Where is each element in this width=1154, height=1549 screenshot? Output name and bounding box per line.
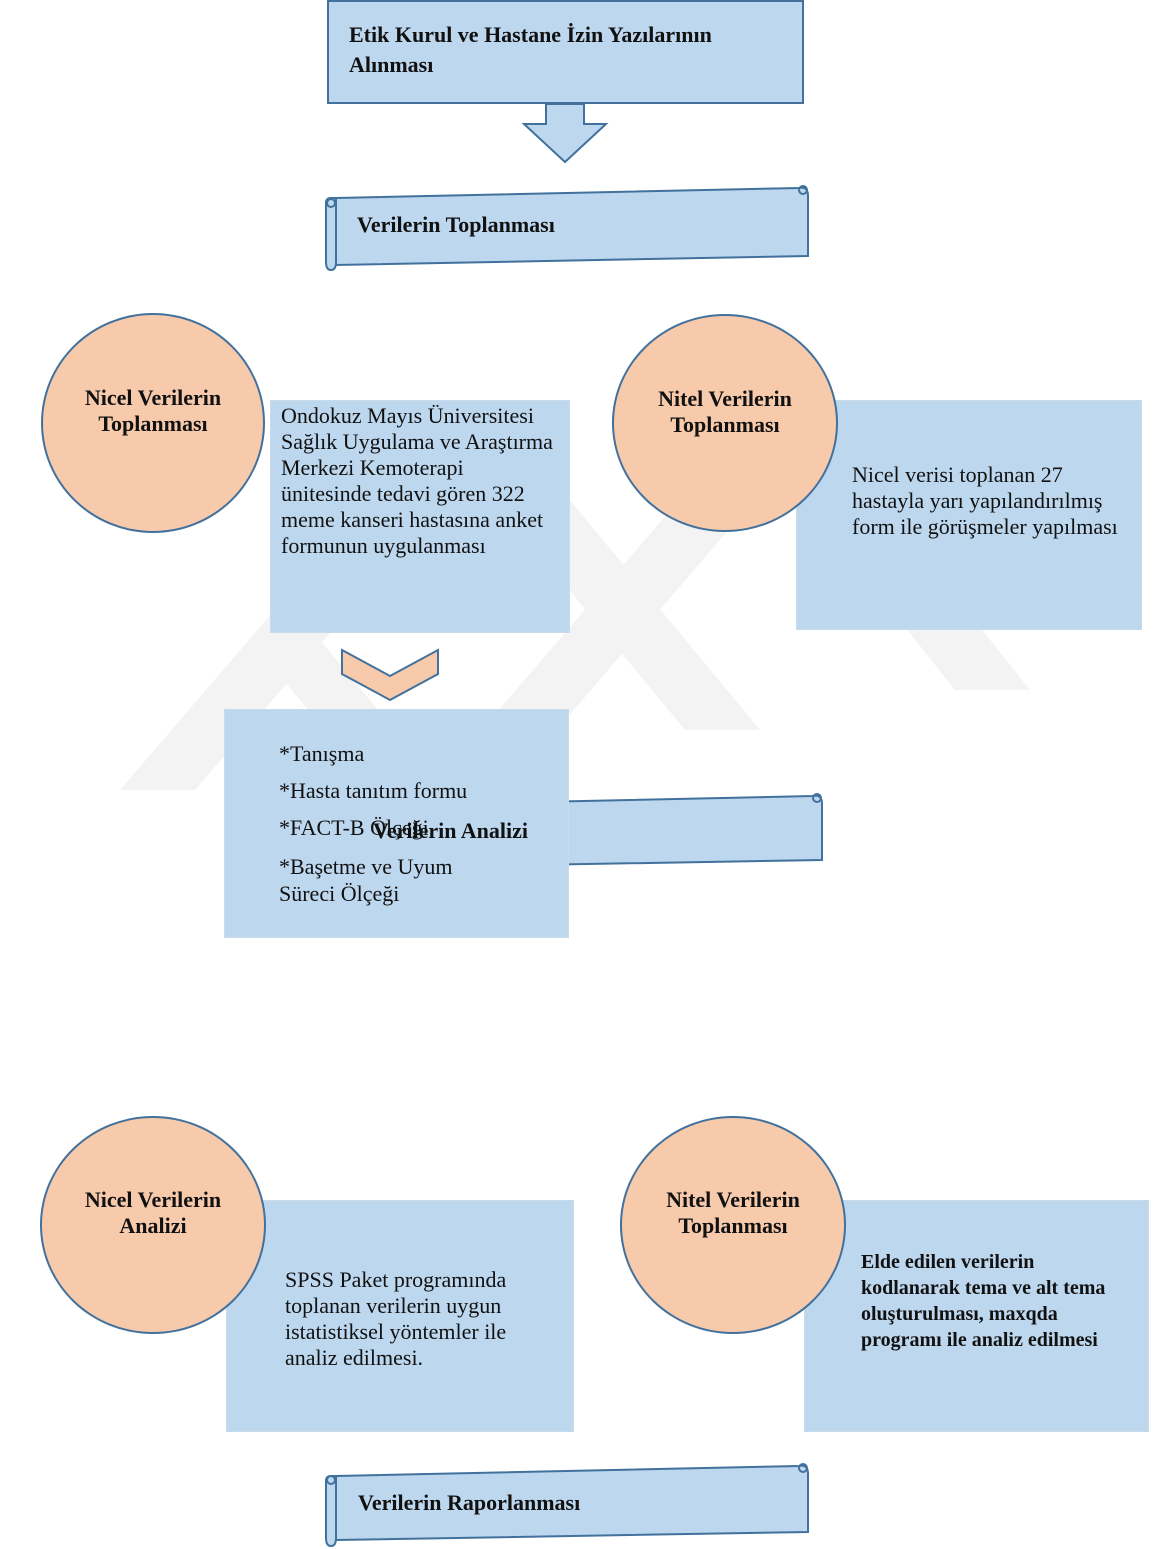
- quant-collection-circle: Nicel Verilerin Toplanması: [41, 313, 265, 533]
- quant-analysis-text: SPSS Paket programında toplanan verileri…: [285, 1267, 507, 1370]
- stage-analysis-title: Verilerin Analizi: [373, 818, 529, 843]
- quant-collection-panel: Ondokuz Mayıs Üniversitesi Sağlık Uygula…: [270, 400, 570, 633]
- step-item: *Başetme ve Uyum Süreci Ölçeği: [279, 854, 453, 906]
- stage-reporting-title: Verilerin Raporlanması: [358, 1490, 581, 1515]
- step-item: *FACT-B Ölçeği: [279, 815, 429, 840]
- quant-collection-circle-label: Nicel Verilerin Toplanması: [84, 385, 222, 436]
- qual-analysis-text: Elde edilen verilerin kodlanarak tema ve…: [861, 1251, 1106, 1351]
- qual-collection-circle: Nitel Verilerin Toplanması: [612, 314, 838, 532]
- ethics-approval-title: Etik Kurul ve Hastane İzin Yazılarının A…: [349, 22, 712, 77]
- qual-collection-panel: Nicel verisi toplanan 27 hastayla yarı y…: [796, 400, 1142, 630]
- quant-collection-text: Ondokuz Mayıs Üniversitesi Sağlık Uygula…: [281, 403, 553, 558]
- quant-analysis-circle-label: Nicel Verilerin Analizi: [84, 1187, 222, 1238]
- stage-collection-title: Verilerin Toplanması: [357, 212, 555, 237]
- ethics-approval-box: Etik Kurul ve Hastane İzin Yazılarının A…: [327, 0, 804, 104]
- scroll-shape-collection: [325, 185, 809, 272]
- qual-collection-circle-label: Nitel Verilerin Toplanması: [658, 386, 792, 437]
- quant-analysis-circle: Nicel Verilerin Analizi: [40, 1116, 266, 1334]
- scroll-shape-reporting: [325, 1463, 809, 1548]
- step-item: *Hasta tanıtım formu: [279, 778, 468, 803]
- qual-analysis-circle: Nitel Verilerin Toplanması: [620, 1116, 846, 1334]
- down-arrow-shape: [521, 103, 609, 164]
- qual-analysis-panel: Elde edilen verilerin kodlanarak tema ve…: [804, 1200, 1149, 1432]
- chevron-down-icon: [341, 648, 439, 702]
- step-item: *Tanışma: [279, 741, 365, 766]
- quant-analysis-panel: SPSS Paket programında toplanan verileri…: [226, 1200, 574, 1432]
- qual-analysis-circle-label: Nitel Verilerin Toplanması: [666, 1187, 800, 1238]
- qual-collection-text: Nicel verisi toplanan 27 hastayla yarı y…: [852, 462, 1118, 539]
